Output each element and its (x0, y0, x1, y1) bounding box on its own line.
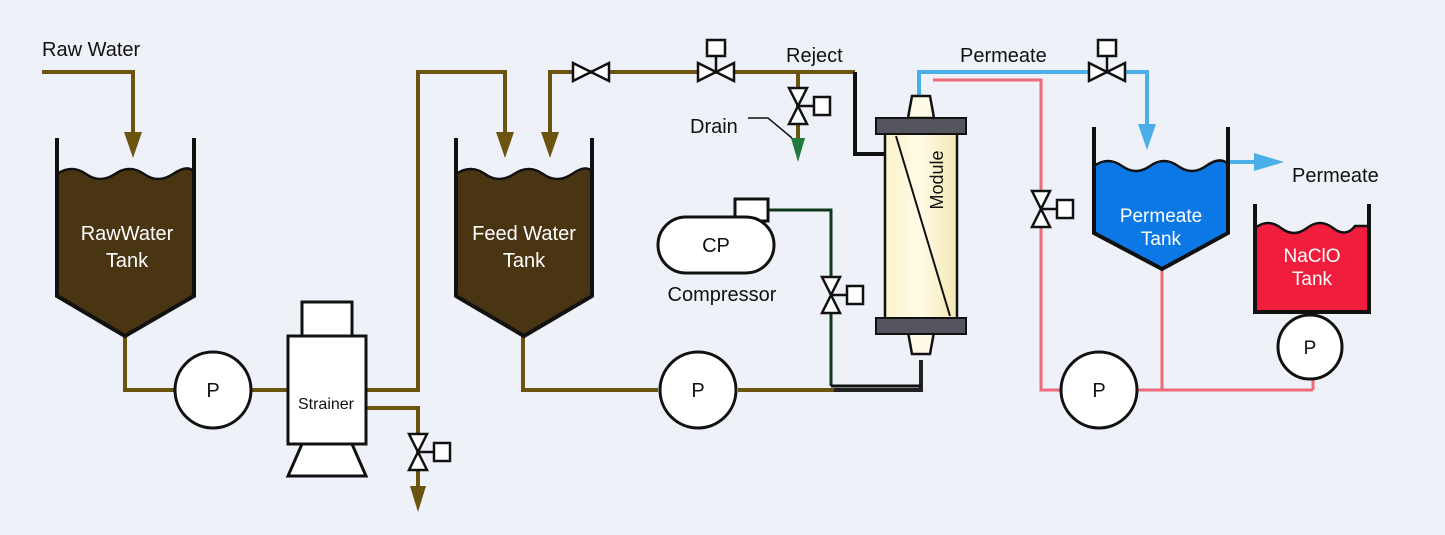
chemical-pump: P (1276, 313, 1344, 381)
drain-arrow (791, 138, 805, 162)
naclo-tank-label-2: Tank (1292, 269, 1333, 290)
membrane-module: Module (875, 94, 967, 356)
permeate-solenoid-valve (1087, 38, 1127, 84)
module-label: Module (927, 150, 947, 209)
permeate-pipes (917, 70, 1256, 164)
air-pipe (768, 208, 833, 386)
permeate-tank: Permeate Tank (1092, 127, 1230, 272)
permeate-arrows (1138, 124, 1284, 171)
naclo-tank-label-1: NaClO (1283, 246, 1340, 267)
backwash-pump: P (1059, 350, 1139, 430)
flow-arrows-brown (124, 132, 559, 512)
reject-label: Reject (786, 45, 843, 67)
compressor: CP Compressor (656, 197, 777, 306)
backwash-solenoid-valve (1029, 189, 1075, 229)
reject-pipe (853, 72, 885, 156)
raw-water-tank: RawWater Tank (55, 138, 196, 339)
strainer-label: Strainer (298, 396, 355, 413)
raw-tank-label-1: RawWater (81, 223, 174, 245)
chemical-pipes (933, 78, 1315, 392)
drain-solenoid-valve (786, 86, 832, 126)
feed-tank-label-1: Feed Water (472, 223, 576, 245)
drain-label: Drain (690, 116, 738, 138)
backwash-pump-label: P (1092, 380, 1105, 402)
raw-water-label: Raw Water (42, 39, 141, 61)
air-solenoid-valve (819, 275, 865, 315)
strainer: Strainer (285, 300, 369, 478)
feed-tank-label-2: Tank (503, 250, 546, 272)
raw-water-pump: P (173, 350, 253, 430)
reject-line-valve (571, 60, 611, 84)
chemical-pump-label: P (1304, 338, 1317, 359)
reject-solenoid-valve (696, 38, 736, 84)
raw-pump-label: P (206, 380, 219, 402)
feed-water-tank: Feed Water Tank (454, 138, 594, 339)
raw-tank-label-2: Tank (106, 250, 149, 272)
permeate-top-label: Permeate (960, 45, 1047, 67)
compressor-label: Compressor (668, 284, 777, 306)
permeate-out-label: Permeate (1292, 165, 1379, 187)
strainer-drain-valve (406, 432, 452, 472)
feed-pump-label: P (691, 380, 704, 402)
cp-label: CP (702, 235, 730, 257)
raw-water-pipes (42, 70, 855, 490)
permeate-tank-label-2: Tank (1141, 229, 1182, 250)
feed-pump: P (658, 350, 738, 430)
naclo-tank: NaClO Tank (1253, 204, 1371, 314)
drain-leader-line (748, 117, 793, 139)
feed-pipe-to-module (834, 360, 923, 392)
permeate-tank-label-1: Permeate (1120, 206, 1202, 227)
